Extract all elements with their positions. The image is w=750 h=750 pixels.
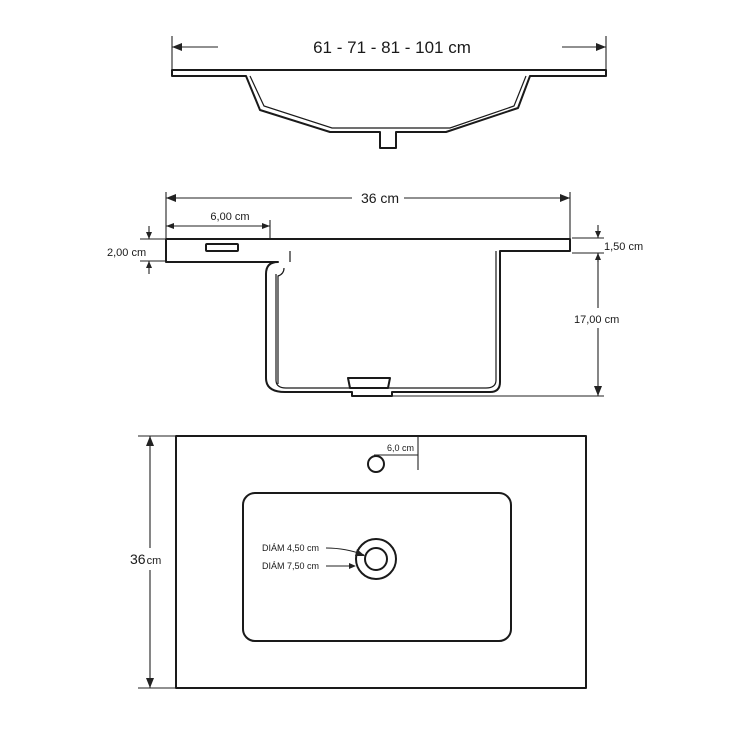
width-dim-arrow-right <box>596 43 606 51</box>
depth-label: 36 cm <box>361 190 399 206</box>
drain-outer-leader-arrow <box>349 563 356 569</box>
side-section: 36 cm 6,00 cm 2,00 cm 1,50 cm 17,00 cm <box>107 188 643 397</box>
edge-dim-arrow-bottom <box>146 261 152 268</box>
front-profile-inner <box>249 75 527 129</box>
overflow-slot <box>205 243 239 252</box>
plan-depth-dim-arrow-top <box>146 436 154 446</box>
widths-label: 61 - 71 - 81 - 101 cm <box>313 38 471 57</box>
plan-depth-label-bg <box>128 548 172 570</box>
overflow-dim-arrow-right <box>262 223 270 229</box>
plan-bowl-outline <box>242 492 512 642</box>
drain-inner-ring <box>364 547 388 571</box>
plan-slab-outline <box>175 435 587 689</box>
bowl-height-label: 17,00 cm <box>574 314 619 326</box>
width-dim-arrow-left <box>172 43 182 51</box>
edge-thickness-label: 2,00 cm <box>107 247 146 259</box>
section-inner-left <box>275 274 352 389</box>
section-profile-outer <box>165 238 571 397</box>
depth-dim-arrow-right <box>560 194 570 202</box>
tap-hole-label: 6,0 cm <box>387 443 414 453</box>
section-inner-wall <box>277 267 285 384</box>
section-inner-right <box>388 251 497 389</box>
front-elevation: 61 - 71 - 81 - 101 cm <box>171 36 607 149</box>
tap-hole <box>367 455 385 473</box>
overflow-dim-arrow-left <box>166 223 174 229</box>
plan-depth-dim-arrow-bottom <box>146 678 154 688</box>
depth-label-bg <box>352 188 404 208</box>
rim-dim-arrow-top <box>595 231 601 238</box>
edge-dim-arrow-top <box>146 232 152 239</box>
bowl-height-label-bg <box>572 308 630 328</box>
plan-view: 36cm 6,0 cm DIÁM 4,50 cm DIÁM 7,50 cm <box>128 435 587 689</box>
drain-inner-leader-arrow <box>355 549 365 556</box>
drain-outer-ring <box>355 538 397 580</box>
overflow-offset-label: 6,00 cm <box>210 211 249 223</box>
front-profile-outer <box>171 69 607 149</box>
depth-dim-arrow-left <box>166 194 176 202</box>
bowl-height-dim-arrow-bottom <box>594 386 602 396</box>
drain-inner-label: DIÁM 4,50 cm <box>262 543 319 553</box>
plan-depth-label: 36cm <box>130 551 161 567</box>
drain-seat <box>347 377 391 389</box>
drain-outer-label: DIÁM 7,50 cm <box>262 561 319 571</box>
rim-thickness-label: 1,50 cm <box>604 241 643 253</box>
